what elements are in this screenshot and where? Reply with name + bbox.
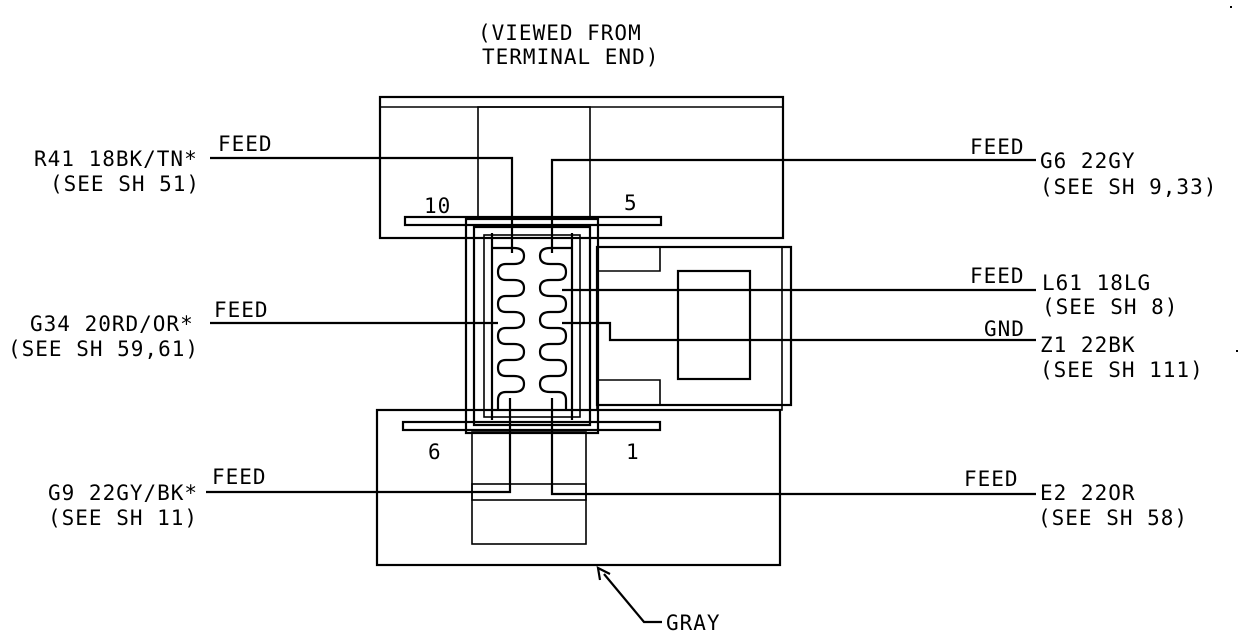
wire-z1: GND Z1 22BK (SEE SH 111) <box>562 317 1204 382</box>
wire-function-label: FEED <box>214 298 269 322</box>
wire-circuit-label: G9 22GY/BK* <box>48 481 198 505</box>
wire-reference-label: (SEE SH 58) <box>1038 506 1188 530</box>
connector-body <box>375 95 793 567</box>
wire-e2: FEED E2 22OR (SEE SH 58) <box>550 398 1188 530</box>
wire-r41: FEED R41 18BK/TN* (SEE SH 51) <box>34 132 514 253</box>
wire-function-label: FEED <box>970 264 1025 288</box>
wire-function-label: FEED <box>212 465 267 489</box>
cavity-number-top-right: 5 <box>624 191 638 215</box>
wire-circuit-label: L61 18LG <box>1042 271 1151 295</box>
header-line-1: (VIEWED FROM <box>478 21 642 45</box>
wire-l61: FEED L61 18LG (SEE SH 8) <box>562 264 1178 319</box>
cavity-number-bottom-left: 6 <box>428 440 442 464</box>
connector-color-label: GRAY <box>666 611 721 635</box>
wire-circuit-label: G6 22GY <box>1040 149 1136 173</box>
wire-circuit-label: Z1 22BK <box>1040 333 1136 357</box>
connector-color-callout: GRAY <box>596 566 721 635</box>
cavity-number-bottom-right: 1 <box>626 440 640 464</box>
wire-reference-label: (SEE SH 9,33) <box>1040 175 1217 199</box>
wire-circuit-label: G34 20RD/OR* <box>30 312 194 336</box>
wire-function-label: FEED <box>970 135 1025 159</box>
wire-function-label: GND <box>984 317 1025 341</box>
wire-reference-label: (SEE SH 8) <box>1042 295 1178 319</box>
wire-reference-label: (SEE SH 111) <box>1040 358 1204 382</box>
wire-reference-label: (SEE SH 11) <box>48 506 198 530</box>
scan-speck <box>1236 350 1238 352</box>
wire-g9: FEED G9 22GY/BK* (SEE SH 11) <box>48 398 512 530</box>
wire-circuit-label: R41 18BK/TN* <box>34 147 198 171</box>
wire-circuit-label: E2 22OR <box>1040 481 1136 505</box>
wire-g6: FEED G6 22GY (SEE SH 9,33) <box>550 135 1217 253</box>
wire-function-label: FEED <box>218 132 273 156</box>
terminal-column-right <box>538 233 574 420</box>
wire-g34: FEED G34 20RD/OR* (SEE SH 59,61) <box>8 298 498 361</box>
terminal-column-left <box>490 233 526 420</box>
cavity-number-top-left: 10 <box>424 194 451 218</box>
header-line-2: TERMINAL END) <box>482 45 659 69</box>
wire-reference-label: (SEE SH 51) <box>50 172 200 196</box>
wire-reference-label: (SEE SH 59,61) <box>8 337 199 361</box>
scan-speck <box>1230 6 1232 8</box>
wire-function-label: FEED <box>964 467 1019 491</box>
